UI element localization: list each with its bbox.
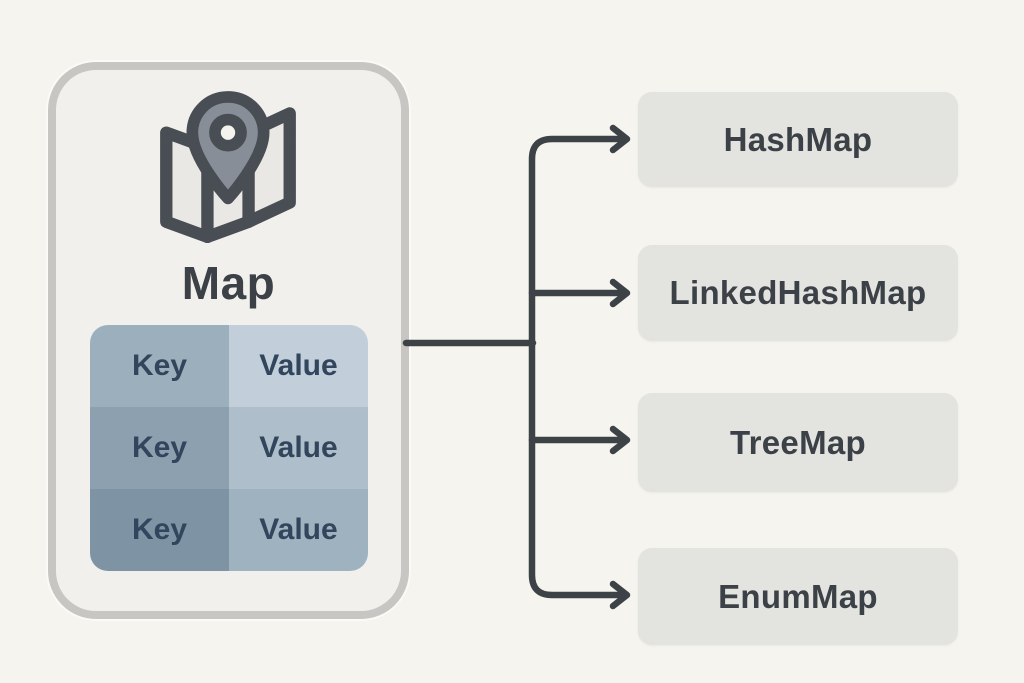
edge-trunk (528, 135, 624, 599)
map-title: Map (181, 257, 276, 309)
node-label: LinkedHashMap (669, 274, 927, 311)
map-location-icon (139, 86, 317, 254)
table-cell-key: Key (90, 325, 229, 407)
arrowhead-icon (609, 425, 631, 455)
key-value-table: Key Value Key Value Key Value (90, 325, 368, 571)
node-label: HashMap (723, 120, 873, 158)
node-hashmap: HashMap (638, 92, 958, 187)
table-cell-key: Key (90, 407, 229, 489)
table-cell-value: Value (229, 407, 368, 489)
arrowhead-icon (609, 580, 631, 610)
table-cell-value: Value (229, 325, 368, 407)
node-enummap: EnumMap (638, 548, 958, 645)
node-label: TreeMap (730, 423, 866, 461)
table-cell-value: Value (229, 489, 368, 571)
arrowhead-icon (609, 278, 631, 308)
branch-arrows (402, 124, 631, 610)
table-cell-key: Key (90, 489, 229, 571)
node-label: EnumMap (718, 577, 878, 615)
map-root-panel: Map Key Value Key Value Key Value (48, 62, 409, 619)
arrowhead-icon (609, 124, 631, 154)
node-treemap: TreeMap (638, 393, 958, 492)
node-linkedhashmap: LinkedHashMap (638, 245, 958, 341)
